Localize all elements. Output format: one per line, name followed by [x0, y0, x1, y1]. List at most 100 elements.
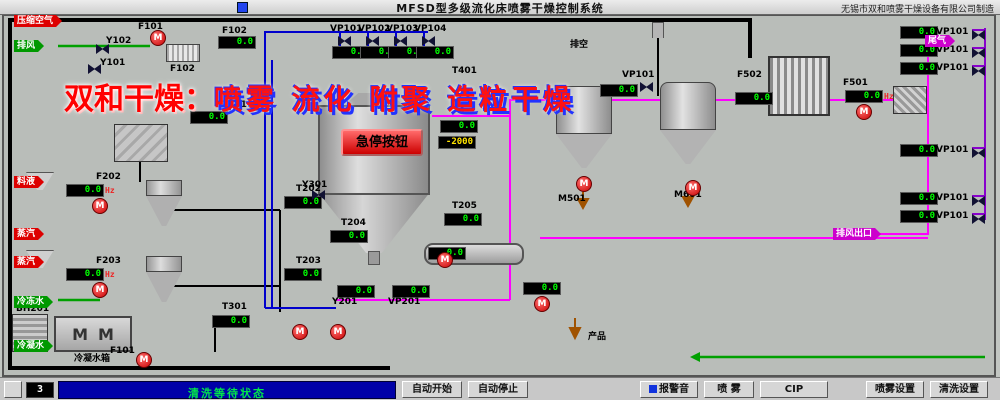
valve-icon[interactable] — [972, 214, 985, 224]
equipment-label: VP201 — [388, 297, 421, 307]
flow-tag: 冷冻水 — [14, 296, 53, 308]
valve-icon[interactable] — [366, 36, 379, 46]
equipment-label: VP101 — [936, 211, 969, 221]
equipment-label: F203 — [96, 256, 121, 266]
page-title: MFSD型多级流化床喷雾干燥控制系统 — [396, 2, 604, 15]
valve-icon[interactable] — [972, 66, 985, 76]
pump-icon[interactable]: M — [437, 252, 453, 268]
clean-settings-button[interactable]: 清洗设置 — [930, 381, 988, 398]
flow-tag: 排风 — [14, 40, 44, 52]
value-display: 0.0 — [444, 213, 482, 226]
equipment-label: 排空 — [570, 40, 589, 50]
valve-right-half — [372, 36, 379, 46]
pump-icon[interactable]: M — [92, 198, 108, 214]
valve-right-half — [978, 48, 985, 58]
value-display: 0.0 — [416, 46, 454, 59]
value-display: 0.0 — [900, 192, 938, 205]
valve-right-half — [978, 66, 985, 76]
equipment-label: VP104 — [414, 24, 447, 34]
value-display: 0.0 — [330, 230, 368, 243]
flow-tag: 冷凝水 — [14, 340, 53, 352]
valve-right-half — [978, 148, 985, 158]
value-display: 0.0 — [190, 111, 228, 124]
valve-right-half — [428, 36, 435, 46]
equipment-label: F502 — [737, 70, 762, 80]
equipment-label: Y101 — [100, 58, 126, 68]
flow-tag: 尾气 — [925, 35, 955, 47]
equipment-label: T203 — [296, 256, 321, 266]
value-display: 0.0 — [600, 84, 638, 97]
valve-right-half — [978, 196, 985, 206]
equipment-label: T204 — [341, 218, 366, 228]
pump-icon[interactable]: M — [856, 104, 872, 120]
equipment-label: Y201 — [332, 297, 358, 307]
equipment-label: 产品 — [588, 332, 607, 342]
app-icon — [237, 2, 248, 13]
alarm-mute-button[interactable]: 报警音 — [640, 381, 698, 398]
title-bar: MFSD型多级流化床喷雾干燥控制系统 无锡市双和喷雾干燥设备有限公司制造 — [0, 0, 1000, 15]
valve-right-half — [978, 30, 985, 40]
valve-icon[interactable] — [338, 36, 351, 46]
valve-icon[interactable] — [88, 64, 101, 74]
pump-icon[interactable]: M — [330, 324, 346, 340]
equipment-label: 冷凝水箱 — [74, 354, 111, 364]
pump-icon[interactable]: M — [292, 324, 308, 340]
equipment-label: T401 — [452, 66, 477, 76]
valve-icon[interactable] — [972, 30, 985, 40]
value-display: 0.0 — [440, 120, 478, 133]
unit-label: Hz — [105, 186, 115, 195]
equipment-label: T301 — [222, 302, 247, 312]
pump-icon[interactable]: M — [150, 30, 166, 46]
pump-icon[interactable]: M — [92, 282, 108, 298]
equipment-label: F501 — [843, 78, 868, 88]
company-label: 无锡市双和喷雾干燥设备有限公司制造 — [840, 5, 994, 15]
valve-icon[interactable] — [312, 190, 325, 200]
valve-icon[interactable] — [972, 196, 985, 206]
spray-mode-button[interactable]: 喷 雾 — [704, 381, 754, 398]
unit-label: Hz — [884, 92, 894, 101]
flow-tag: 蒸汽 — [14, 228, 44, 240]
equipment-label: F102 — [222, 26, 247, 36]
equipment-label: F202 — [96, 172, 121, 182]
valve-icon[interactable] — [972, 148, 985, 158]
flow-tag: 排风出口 — [833, 228, 881, 240]
status-bar: 清洗等待状态 — [58, 381, 396, 400]
value-display: 0.0 — [900, 144, 938, 157]
alarm-label: 报警音 — [659, 383, 689, 395]
equipment-label: Y102 — [106, 36, 132, 46]
valve-right-half — [646, 82, 653, 92]
equipment-label: F101 — [110, 346, 135, 356]
pump-icon[interactable]: M — [534, 296, 550, 312]
auto-start-button[interactable]: 自动开始 — [402, 381, 462, 398]
system-menu-button[interactable] — [4, 381, 22, 398]
valve-icon[interactable] — [422, 36, 435, 46]
flow-tag: 蒸汽 — [14, 256, 44, 268]
cip-mode-button[interactable]: CIP — [760, 381, 828, 398]
value-display: 0.0 — [735, 92, 773, 105]
unit-label: Hz — [105, 270, 115, 279]
valve-icon[interactable] — [96, 44, 109, 54]
pump-icon[interactable]: M — [136, 352, 152, 368]
alarm-counter: 3 — [26, 382, 54, 398]
control-bar: 3 清洗等待状态 自动开始 自动停止 报警音 喷 雾 CIP 喷雾设置 清洗设置 — [0, 377, 1000, 400]
valve-icon[interactable] — [640, 82, 653, 92]
spray-settings-button[interactable]: 喷雾设置 — [866, 381, 924, 398]
pump-icon[interactable]: M — [576, 176, 592, 192]
equipment-label: VP101 — [936, 193, 969, 203]
value-display: 0.0 — [284, 268, 322, 281]
valve-right-half — [102, 44, 109, 54]
equipment-label: VP101 — [936, 63, 969, 73]
flow-tag: 压缩空气 — [14, 15, 62, 27]
valve-right-half — [94, 64, 101, 74]
valve-icon[interactable] — [972, 48, 985, 58]
value-display: -2000 — [438, 136, 476, 149]
pump-icon[interactable]: M — [685, 180, 701, 196]
auto-stop-button[interactable]: 自动停止 — [468, 381, 528, 398]
value-display: 0.0 — [212, 315, 250, 328]
value-display: 0.0 — [900, 62, 938, 75]
valve-icon[interactable] — [394, 36, 407, 46]
